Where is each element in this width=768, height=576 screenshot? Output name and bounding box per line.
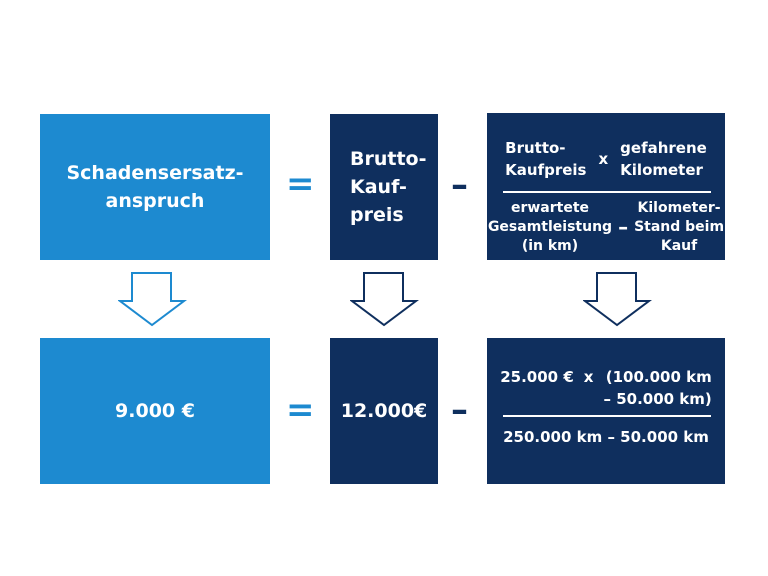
fraction-line: [503, 191, 711, 193]
numerator-right-value: (100.000 km – 50.000 km): [603, 368, 712, 408]
example-claim-box: 9.000 €: [40, 338, 270, 484]
denominator-left: erwartete Gesamtleistung (in km): [487, 200, 613, 254]
fraction-line: [503, 415, 711, 417]
denominator-minus: –: [618, 215, 629, 239]
numerator-right: gefahrene Kilometer: [620, 139, 707, 179]
numerator-left-value: 25.000 €: [500, 368, 574, 386]
minus-sign: –: [451, 390, 468, 430]
times-sign: x: [583, 368, 594, 386]
gross-price-value: 12.000€: [340, 400, 428, 422]
gross-price-label: Brutto- Kauf- preis: [350, 148, 427, 226]
minus-sign: –: [451, 165, 468, 205]
formula-fraction-box: Brutto- Kaufpreis x gefahrene Kilometer …: [487, 113, 725, 260]
example-fraction-box: 25.000 € x (100.000 km – 50.000 km) 250.…: [487, 338, 725, 484]
times-sign: x: [598, 150, 609, 168]
claim-value: 9.000 €: [115, 400, 195, 422]
claim-label: Schadensersatz- anspruch: [66, 162, 244, 212]
down-arrow-icon: [350, 272, 419, 327]
example-gross-price-box: 12.000€: [330, 338, 438, 484]
equals-sign: =: [286, 164, 315, 204]
denominator-right: Kilometer- Stand beim Kauf: [634, 200, 725, 254]
down-arrow-icon: [583, 272, 652, 327]
formula-claim-box: Schadensersatz- anspruch: [40, 114, 270, 260]
down-arrow-icon: [118, 272, 187, 327]
denominator-value: 250.000 km – 50.000 km: [503, 428, 709, 446]
formula-gross-price-box: Brutto- Kauf- preis: [330, 114, 438, 260]
equals-sign: =: [286, 390, 315, 430]
numerator-left: Brutto- Kaufpreis: [505, 139, 587, 179]
